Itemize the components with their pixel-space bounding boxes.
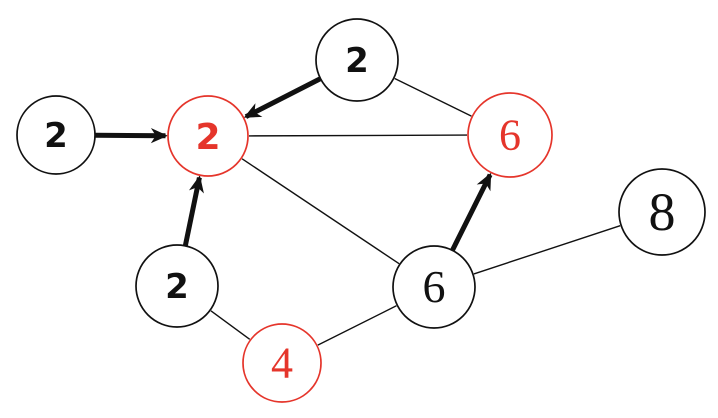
node-2-center-red-circle [167,95,249,177]
arrow-edge-node-6-center--node-6-red [450,172,493,252]
node-4-red-label: 4 [271,339,293,388]
node-2-lower-circle [135,244,219,328]
arrow-edge-node-2-lower--node-2-center-red [182,175,204,246]
edge-node-6-center--node-4-red [317,305,397,346]
node-6-center-label: 6 [423,261,446,312]
node-8-circle [618,168,706,256]
node-2-center-red-label: 2 [195,117,220,158]
node-6-center-circle [392,245,476,329]
edge-node-2-lower--node-4-red [210,310,251,340]
node-2-lower-label: 2 [165,267,189,307]
edge-node-2-center-red--node-6-red [248,134,468,137]
node-2-lower: 2 [135,244,219,328]
node-2-center-red: 2 [167,95,249,177]
node-2-top-circle [315,18,399,102]
node-2-left-circle [16,95,96,175]
node-4-red-circle [242,323,322,403]
node-6-red-label: 6 [499,111,521,160]
node-8-label: 8 [649,182,676,242]
node-layer: 2 2 2 6 8 2 6 4 [16,18,706,403]
edge-node-2-center-red--node-6-center [241,158,400,265]
node-2-top-label: 2 [345,41,369,81]
edge-layer [95,76,621,346]
node-6-center: 6 [392,245,476,329]
node-2-top: 2 [315,18,399,102]
edge-node-2-top--node-6-red [394,77,472,117]
node-2-left: 2 [16,95,96,175]
node-6-red-circle [467,92,553,178]
edge-node-6-center--node-8 [473,225,621,275]
node-6-red: 6 [467,92,553,178]
node-4-red: 4 [242,323,322,403]
node-2-left-label: 2 [44,116,68,156]
node-8: 8 [618,168,706,256]
arrow-edge-node-2-top--node-2-center-red [243,76,322,119]
